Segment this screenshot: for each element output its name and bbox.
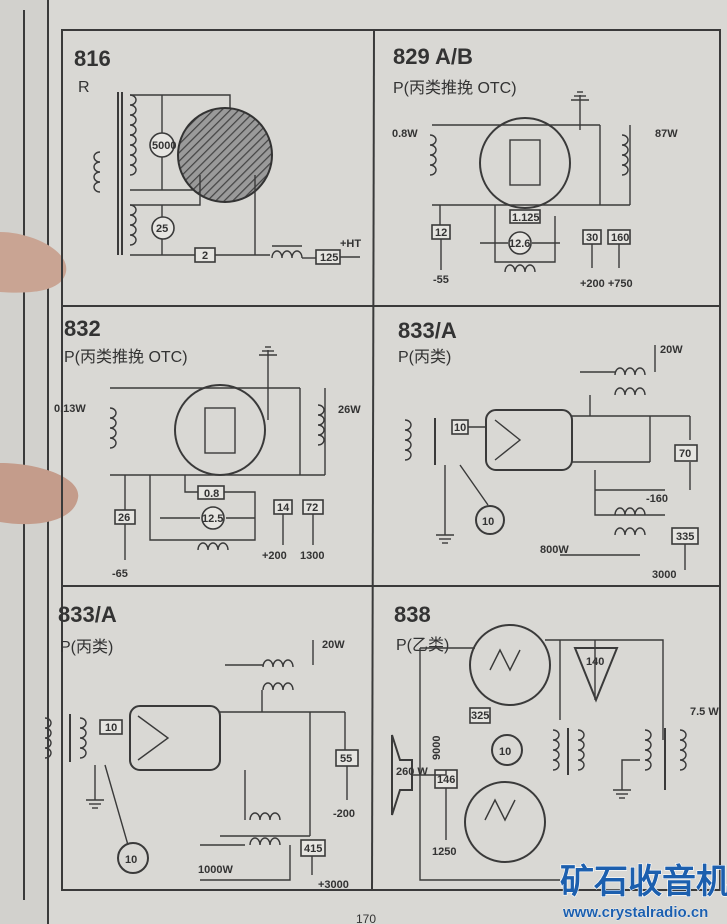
panel-829ab: 829 A/B P(丙类推挽 OTC) 0.8W 87W 12 -55 1.12… bbox=[392, 44, 678, 290]
panel-832: 832 P(丙类推挽 OTC) 0.13W 26W 26 -65 0.8 12.… bbox=[54, 316, 361, 580]
panel-816: 816 R 5000 25 2 125 +HT bbox=[74, 46, 361, 265]
label: +200 bbox=[262, 550, 287, 562]
label: 1250 bbox=[432, 846, 456, 858]
label: 10 bbox=[454, 422, 466, 434]
tube-icon bbox=[479, 117, 571, 209]
label: 10 bbox=[105, 722, 117, 734]
tube-title: 833/A bbox=[398, 318, 457, 343]
label: 12.6 bbox=[509, 238, 530, 250]
label: 30 bbox=[586, 232, 598, 244]
label: +3000 bbox=[318, 879, 349, 891]
label: 10 bbox=[499, 746, 511, 758]
label: 415 bbox=[304, 843, 322, 855]
label: 260 W bbox=[396, 766, 428, 778]
label: 0.8 bbox=[204, 488, 219, 500]
label: -55 bbox=[433, 274, 449, 286]
label: 160 bbox=[611, 232, 629, 244]
output-label: +HT bbox=[340, 238, 361, 250]
tube-icon bbox=[485, 409, 573, 471]
label: 12.5 bbox=[202, 513, 223, 525]
tube-title: 832 bbox=[64, 316, 101, 341]
tube-icon bbox=[129, 705, 221, 771]
label: +200 +750 bbox=[580, 278, 633, 290]
label: -200 bbox=[333, 808, 355, 820]
label: 26 bbox=[118, 512, 130, 524]
panel-833a-top: 833/A P(丙类) 20W 10 10 70 -160 335 800W 3… bbox=[398, 318, 699, 581]
watermark-url: www.crystalradio.cn bbox=[562, 904, 708, 921]
speaker-icon bbox=[391, 734, 413, 816]
label: 10 bbox=[482, 516, 494, 528]
tube-title: 838 bbox=[394, 602, 431, 627]
label: 20W bbox=[322, 639, 345, 651]
watermark-logo: 矿石收音机 bbox=[560, 863, 727, 901]
tube-class: P(丙类推挽 OTC) bbox=[64, 348, 188, 366]
previous-page-edge bbox=[0, 0, 49, 924]
label: 335 bbox=[676, 531, 694, 543]
label: 325 bbox=[471, 710, 489, 722]
tube-icon bbox=[469, 624, 551, 706]
diagram-grid bbox=[61, 29, 721, 891]
triangle-icon bbox=[573, 647, 619, 703]
label: 12 bbox=[435, 227, 447, 239]
tube-title: 816 bbox=[74, 46, 111, 71]
label: 9000 bbox=[431, 736, 443, 760]
label: 7.5 W bbox=[690, 706, 719, 718]
label: 800W bbox=[540, 544, 569, 556]
tube-title: 829 A/B bbox=[393, 44, 473, 69]
label: 14 bbox=[277, 502, 290, 514]
tube-icon bbox=[464, 781, 546, 863]
meter-icon bbox=[149, 132, 175, 158]
tube-class: P(丙类推挽 OTC) bbox=[393, 79, 517, 97]
label: 1.125 bbox=[512, 212, 540, 224]
label: 55 bbox=[340, 753, 352, 765]
tube-class: P(乙类) bbox=[396, 636, 449, 654]
label: -160 bbox=[646, 493, 668, 505]
page-number: 170 bbox=[356, 912, 376, 924]
label: 87W bbox=[655, 128, 678, 140]
label: 5000 bbox=[152, 140, 176, 152]
panel-833a-bottom: 833/A P(丙类) 20W 10 10 55 -200 415 1000W … bbox=[44, 602, 359, 891]
label: 1300 bbox=[300, 550, 324, 562]
label: 1000W bbox=[198, 864, 233, 876]
rectifier-tube-icon bbox=[177, 107, 273, 203]
label: 125 bbox=[320, 252, 338, 264]
label: 146 bbox=[437, 774, 455, 786]
label: -65 bbox=[112, 568, 128, 580]
tube-title: 833/A bbox=[58, 602, 117, 627]
label: 72 bbox=[306, 502, 318, 514]
tube-class: P(丙类) bbox=[60, 638, 113, 656]
finger-photo bbox=[0, 232, 79, 525]
label: 20W bbox=[660, 344, 683, 356]
label: 10 bbox=[125, 854, 137, 866]
label: 25 bbox=[156, 223, 168, 235]
label: 26W bbox=[338, 404, 361, 416]
label: 0.8W bbox=[392, 128, 418, 140]
label: 0.13W bbox=[54, 403, 86, 415]
label: 2 bbox=[202, 250, 208, 262]
label: 3000 bbox=[652, 569, 676, 581]
tube-icon bbox=[174, 384, 266, 476]
tube-class: P(丙类) bbox=[398, 348, 451, 366]
watermark: 矿石收音机 www.crystalradio.cn bbox=[559, 862, 727, 921]
tube-class: R bbox=[78, 79, 90, 96]
label: 140 bbox=[586, 656, 604, 668]
label: 70 bbox=[679, 448, 691, 460]
panel-838: 838 P(乙类) 140 260 W 9000 325 10 146 1250… bbox=[391, 602, 719, 881]
